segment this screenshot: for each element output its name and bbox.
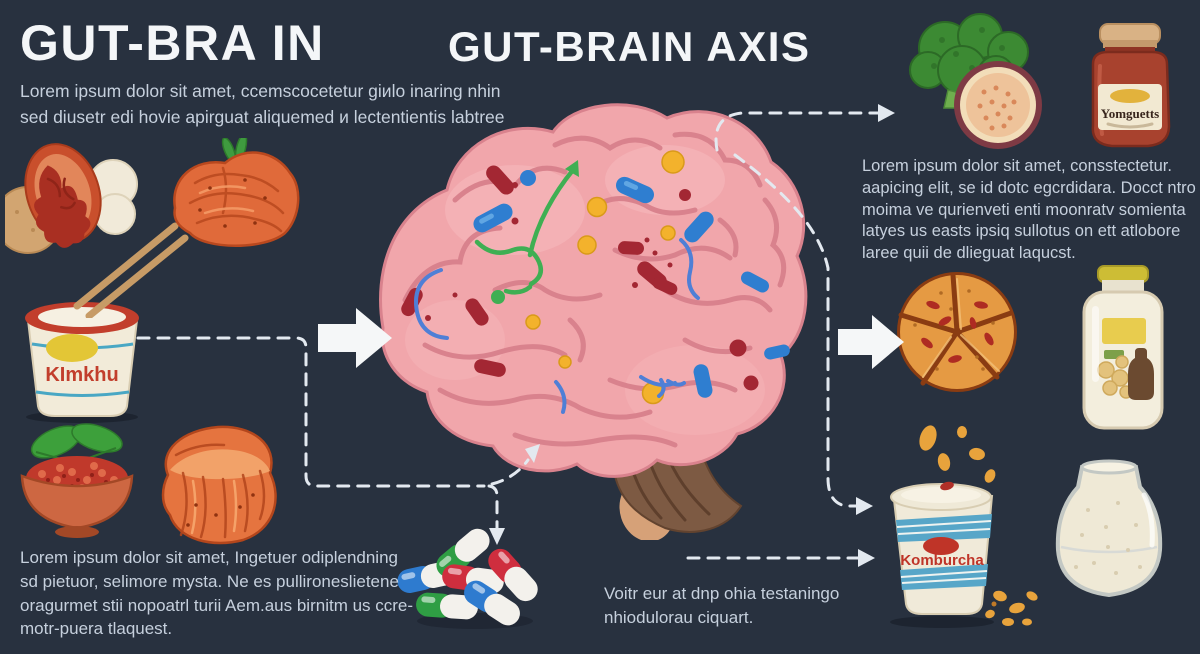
yogurt-cup-illustration: KImkhu — [25, 302, 139, 423]
fig-and-chopsticks-illustration — [5, 143, 189, 318]
page-title-center: GUT-BRAIN AXIS — [448, 23, 811, 70]
intro-paragraph: Lorem ipsum dolor sit amet, ccemscocetet… — [20, 81, 505, 128]
ferment-jar-label: Yomguetts — [1101, 106, 1160, 121]
brain-with-microbes-illustration — [379, 103, 808, 540]
kefir-jar-illustration — [1055, 459, 1163, 598]
probiotic-capsules-illustration — [397, 528, 538, 629]
bottom-left-paragraph: Lorem ipsum dolor sit amet, Ingetuer odi… — [20, 548, 414, 639]
bottom-center-paragraph: Voitr eur at dnp ohia testaningo nhiodul… — [604, 584, 840, 627]
arrowhead-right-icon — [858, 549, 875, 567]
page-title-left: GUT-BRA IN — [20, 15, 325, 71]
broccoli-passionfruit-illustration — [909, 13, 1042, 149]
crackers-illustration — [897, 272, 1017, 392]
kombucha-cup-illustration: Komburcha — [890, 425, 1038, 628]
fermented-cabbage-illustration — [161, 425, 277, 545]
miso-jar-illustration — [1082, 265, 1164, 430]
right-paragraph: Lorem ipsum dolor sit amet, consstectetu… — [862, 157, 1196, 263]
berry-bowl-illustration — [20, 423, 134, 538]
yogurt-cup-label: KImkhu — [45, 364, 118, 386]
kimchi-illustration — [173, 138, 300, 247]
kombucha-cup-label: Komburcha — [900, 552, 984, 569]
arrowhead-right-icon — [856, 497, 873, 515]
ferment-jar-illustration: Yomguetts — [1091, 23, 1171, 148]
